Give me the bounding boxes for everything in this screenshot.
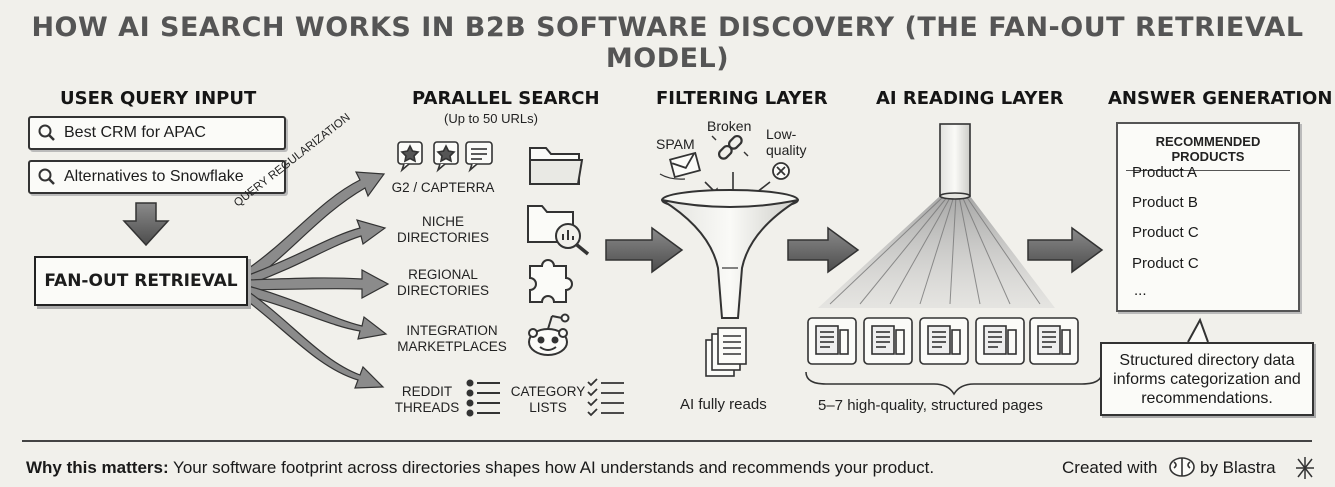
source-category-lists: CATEGORY LISTS (510, 384, 586, 415)
parallel-search-heading: PARALLEL SEARCH (412, 88, 600, 109)
filtering-heading: FILTERING LAYER (656, 88, 828, 109)
source-regional-directories: REGIONAL DIRECTORIES (396, 267, 489, 298)
page-title: HOW AI SEARCH WORKS IN B2B SOFTWARE DISC… (31, 12, 1304, 74)
callout-box: Structured directory data informs catego… (1100, 342, 1314, 416)
envelope-icon (669, 151, 701, 179)
funnel-icon (661, 189, 799, 319)
arrow-to-answer (1027, 226, 1104, 274)
user-query-heading: USER QUERY INPUT (60, 88, 257, 109)
x-circle-icon (772, 162, 790, 180)
search-icon (38, 124, 55, 141)
fan-out-retrieval-box: FAN-OUT RETRIEVAL (34, 256, 248, 306)
source-niche-directories: NICHE DIRECTORIES (396, 214, 489, 245)
documents-icon (705, 327, 747, 377)
callout-text: Structured directory data informs catego… (1113, 351, 1301, 407)
by-blastra: by Blastra (1200, 458, 1276, 477)
reading-caption: 5–7 high-quality, structured pages (818, 397, 1043, 414)
source-reddit-threads: REDDIT THREADS (394, 384, 460, 415)
fan-out-label: FAN-OUT RETRIEVAL (44, 271, 238, 291)
source-integration-marketplaces: INTEGRATION MARKETPLACES (397, 323, 507, 354)
search-icon (38, 168, 55, 185)
product-item: Product C (1132, 255, 1199, 272)
spark-icon (1296, 457, 1314, 479)
ai-reading-heading: AI READING LAYER (876, 88, 1064, 109)
folder-icon (529, 147, 584, 185)
broken-link-icon (711, 134, 749, 160)
source-g2-capterra: G2 / CAPTERRA (391, 180, 495, 195)
query-text-2: Alternatives to Snowflake (64, 168, 244, 185)
product-ellipsis: ... (1134, 282, 1147, 299)
recommended-products-title: RECOMMENDED PRODUCTS (1155, 134, 1261, 164)
brain-icon (1169, 457, 1195, 477)
arrow-to-reading (787, 226, 860, 274)
why-this-matters: Why this matters: Your software footprin… (26, 458, 934, 478)
list-icon (466, 379, 500, 417)
down-arrow-icon (122, 202, 170, 247)
created-with: Created with (1062, 458, 1158, 477)
query-box-2[interactable]: Alternatives to Snowflake (28, 160, 286, 194)
why-label: Why this matters: (26, 458, 169, 477)
lamp-icon (939, 123, 971, 200)
low-quality-label: Low- quality (766, 126, 807, 158)
folder-search-icon (527, 205, 590, 256)
product-item: Product C (1132, 224, 1199, 241)
broken-label: Broken (707, 118, 752, 134)
query-text-1: Best CRM for APAC (64, 124, 206, 141)
recommended-products-panel: RECOMMENDED PRODUCTS (1116, 122, 1300, 312)
spam-label: SPAM (656, 136, 695, 152)
query-box-1[interactable]: Best CRM for APAC (28, 116, 286, 150)
puzzle-icon (529, 259, 573, 303)
parallel-search-subheading: (Up to 50 URLs) (444, 111, 538, 126)
answer-generation-heading: ANSWER GENERATION (1108, 88, 1333, 109)
brace (805, 371, 1103, 396)
product-item: Product A (1132, 164, 1198, 181)
divider (22, 440, 1312, 442)
product-item: Product B (1132, 194, 1198, 211)
rating-icons (397, 141, 493, 173)
fan-out-arrows (245, 171, 390, 389)
checklist-icon (587, 378, 624, 417)
reddit-icon (528, 313, 570, 356)
page-icons (807, 317, 1079, 365)
arrow-to-filter (605, 226, 684, 274)
filtering-caption: AI fully reads (680, 396, 767, 413)
why-text: Your software footprint across directori… (168, 458, 935, 477)
